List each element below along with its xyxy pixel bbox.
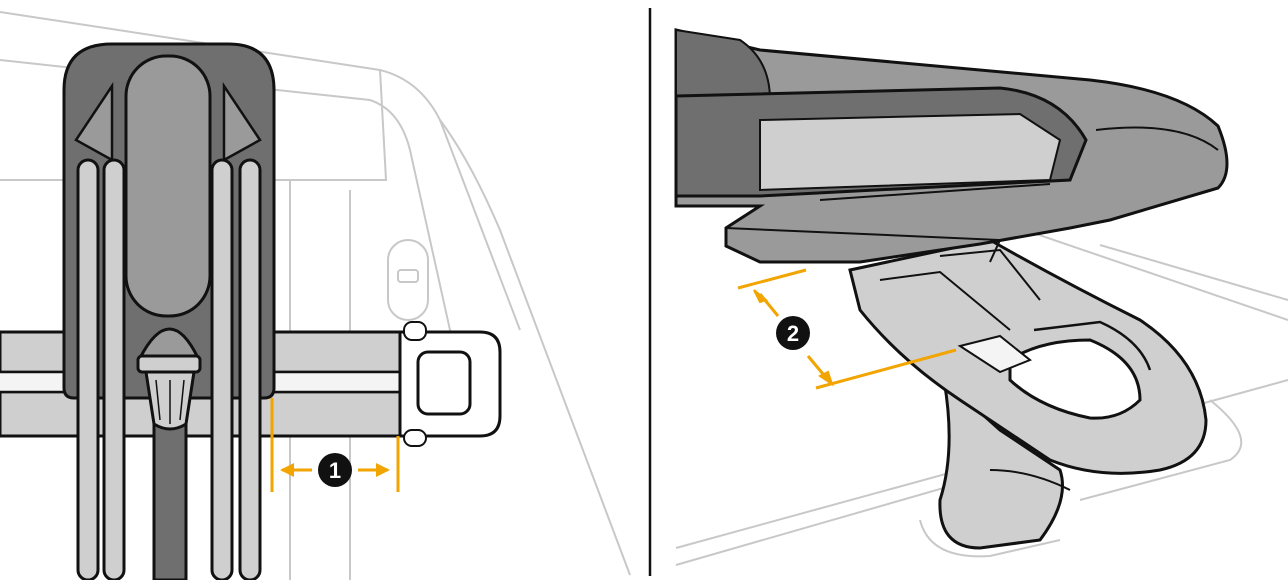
callout-2-label: 2	[787, 321, 799, 346]
callout-2-badge: 2	[776, 316, 810, 350]
mounting-bracket	[848, 238, 1208, 475]
crossbar-end-cap	[398, 321, 502, 447]
adjustment-knob-icon	[136, 327, 202, 431]
left-panel: 1	[0, 11, 631, 580]
dimension-2	[737, 268, 957, 390]
callout-1-label: 1	[329, 458, 341, 483]
tower-base	[938, 376, 1071, 550]
body-slot	[387, 239, 429, 321]
dimension-1	[270, 398, 400, 492]
cargo-box	[674, 28, 1229, 264]
right-panel: 2	[674, 28, 1288, 566]
callout-1-badge: 1	[318, 453, 352, 487]
